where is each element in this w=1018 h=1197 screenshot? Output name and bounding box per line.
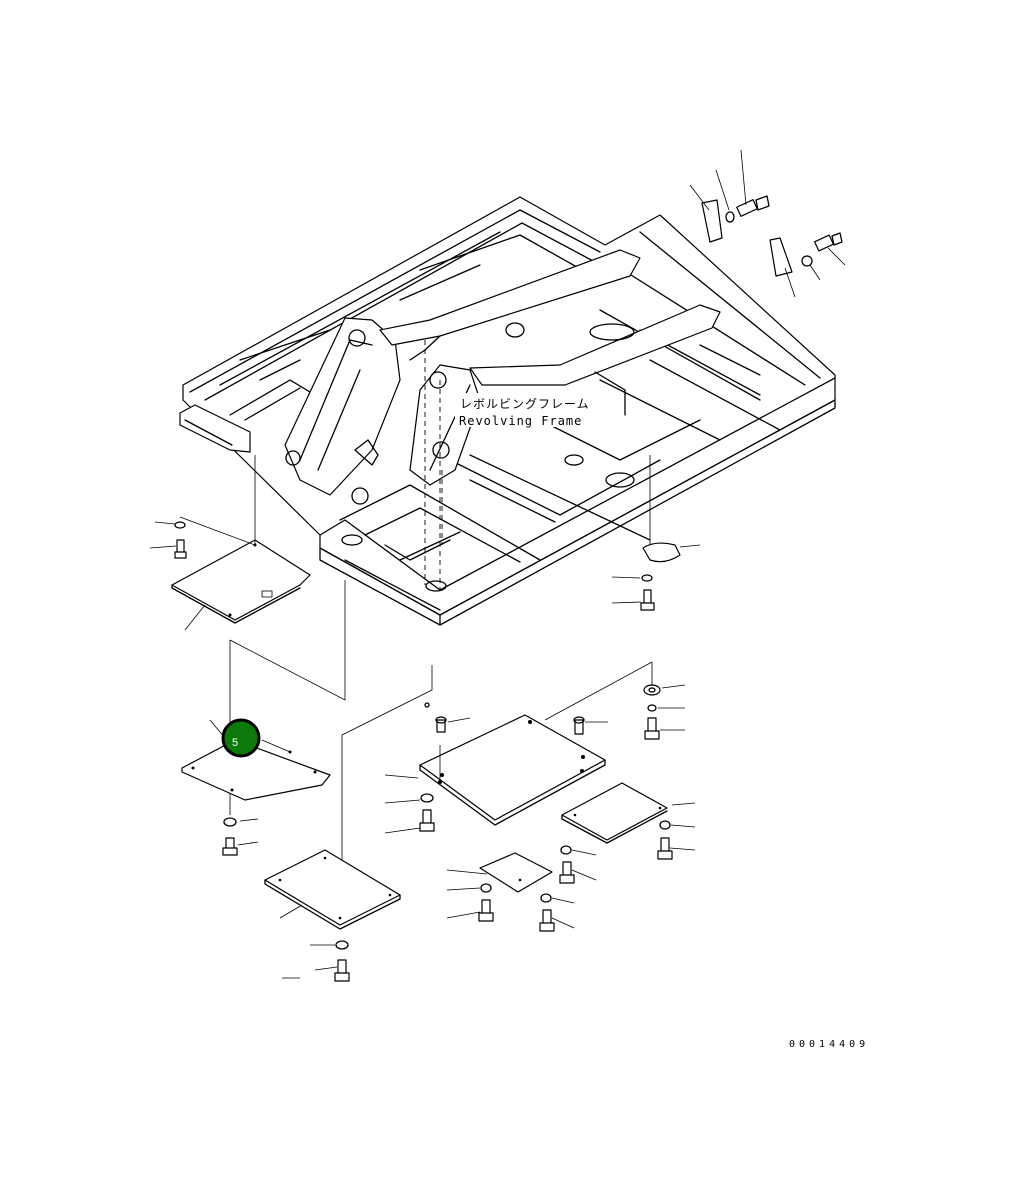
center-large-plate <box>384 661 653 834</box>
frame-title-en: Revolving Frame <box>459 414 582 428</box>
frame-title-label: レボルビングフレーム Revolving Frame <box>455 393 590 428</box>
callout-5-marker[interactable]: 5 <box>221 718 261 758</box>
callout-5-number: 5 <box>232 737 238 749</box>
left-upper-cover <box>149 455 311 631</box>
right-side-parts <box>446 455 701 932</box>
frame-title-jp: レボルビングフレーム <box>460 397 590 411</box>
assembly-dashed-lines <box>424 340 443 590</box>
plate-part-5 <box>181 719 331 856</box>
top-right-bolt-set <box>689 149 846 298</box>
document-number: 00014409 <box>789 1039 869 1050</box>
lower-left-plate <box>264 849 401 982</box>
